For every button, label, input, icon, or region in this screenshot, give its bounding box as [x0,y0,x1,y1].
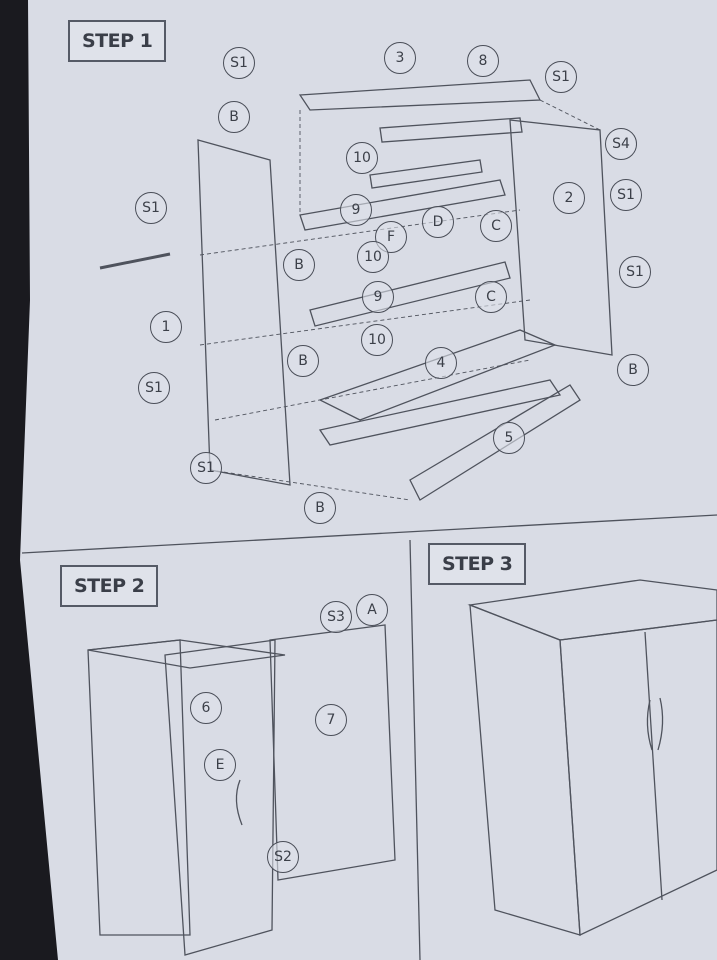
part-label: 5 [493,422,525,454]
part-label: S1 [190,452,222,484]
part-label: 7 [315,704,347,736]
part-label: 1 [150,311,182,343]
side-panel-1 [197,139,291,486]
rod-10 [369,159,483,189]
part-label: 4 [425,347,457,379]
part-label: E [204,749,236,781]
part-label: 10 [346,142,378,174]
part-label: S1 [545,61,577,93]
part-label: B [287,345,319,377]
step-2-title: STEP 2 [60,565,159,607]
divider-line [21,514,717,554]
part-label: 9 [340,194,372,226]
part-label: C [475,281,507,313]
part-label: A [356,594,388,626]
rail-9-lower [309,261,511,327]
door-6 [164,639,276,956]
rail-9-upper [299,179,506,231]
part-label: 10 [361,324,393,356]
screwdriver [99,252,171,270]
divider-line [409,539,421,960]
part-label: 3 [384,42,416,74]
part-label: S1 [619,256,651,288]
plinth-5 [409,384,581,501]
part-label: S1 [135,192,167,224]
part-label: 2 [553,182,585,214]
part-label: B [304,492,336,524]
part-label: D [422,206,454,238]
part-label: S1 [223,47,255,79]
door-7 [269,624,396,881]
part-label: B [283,249,315,281]
side-panel-2 [509,119,613,356]
part-label: S2 [267,841,299,873]
part-label: 10 [357,241,389,273]
part-label: S3 [320,601,352,633]
step-3-title: STEP 3 [428,543,527,585]
board-front [318,379,562,446]
part-label: B [218,101,250,133]
part-label: 6 [190,692,222,724]
cabinet-doors [559,619,717,936]
part-label: C [480,210,512,242]
part-label: S1 [610,179,642,211]
part-label: B [617,354,649,386]
part-label: 8 [467,45,499,77]
part-label: S4 [605,128,637,160]
part-label: S1 [138,372,170,404]
part-label: 9 [362,281,394,313]
rail-8 [379,117,523,143]
paper-sheet [20,0,717,960]
step-1-title: STEP 1 [68,20,167,62]
